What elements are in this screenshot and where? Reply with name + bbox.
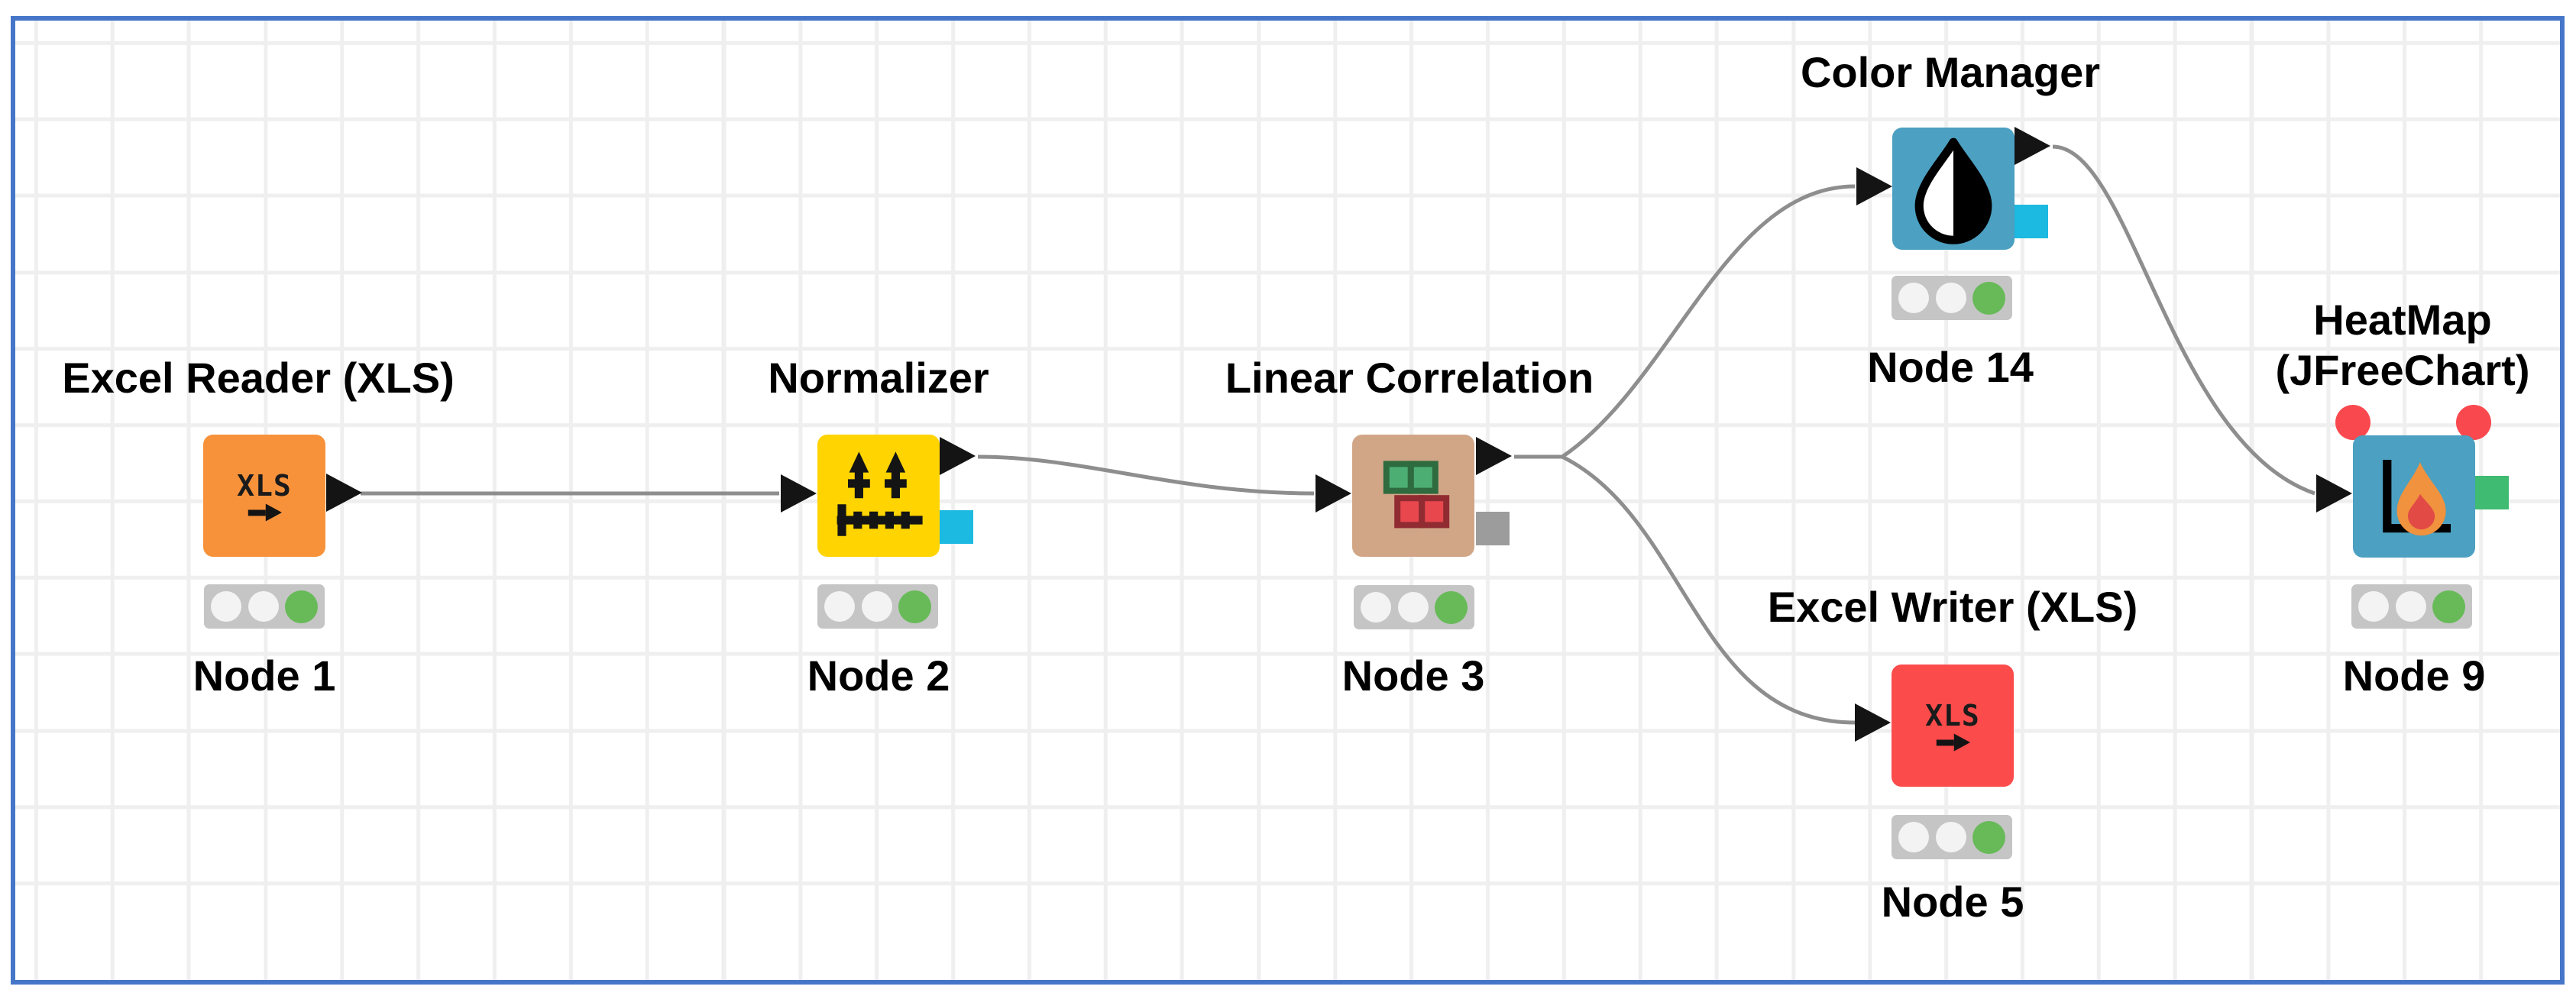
heatmap-input-port[interactable] — [2316, 474, 2352, 513]
excel-writer-input-port[interactable] — [1855, 703, 1891, 742]
xls-icon-text: XLS — [237, 469, 292, 503]
node-label-excel-reader: Node 1 — [193, 652, 336, 700]
node-title-excel-reader: Excel Reader (XLS) — [62, 354, 455, 402]
canvas-grid-frame — [11, 16, 2565, 985]
heatmap-flame-chart-icon — [2383, 460, 2451, 536]
node-label-excel-writer: Node 5 — [1881, 878, 2024, 926]
node-label-heatmap: Node 9 — [2342, 652, 2486, 700]
heatmap-image-output-port[interactable] — [2475, 476, 2509, 509]
node-linear-correlation[interactable] — [1352, 435, 1474, 557]
normalizer-data-output-port[interactable] — [940, 437, 976, 475]
node-excel-writer[interactable]: XLS — [1892, 665, 2014, 787]
node-excel-reader[interactable]: XLS — [203, 435, 325, 557]
export-arrow-icon — [1936, 733, 1970, 752]
wire-color-manager-to-heatmap[interactable] — [2052, 144, 2315, 496]
color-manager-input-port[interactable] — [1856, 167, 1892, 205]
node-title-heatmap: HeatMap (JFreeChart) — [2275, 296, 2530, 394]
linear-correlation-status-light — [1354, 585, 1474, 629]
wire-linear-correlation-to-excel-writer[interactable] — [1514, 454, 1856, 725]
xls-icon-text: XLS — [1925, 699, 1980, 732]
excel-writer-status-light — [1892, 815, 2012, 859]
linear-correlation-input-port[interactable] — [1316, 474, 1351, 513]
node-label-linear-correlation: Node 3 — [1341, 652, 1485, 700]
heatmap-status-light — [2351, 584, 2472, 629]
heatmap-flow-variable-port-right[interactable] — [2456, 405, 2491, 440]
node-normalizer[interactable] — [817, 435, 940, 557]
normalizer-axis-icon — [837, 451, 923, 536]
excel-reader-output-port[interactable] — [326, 474, 362, 512]
node-color-manager[interactable] — [1892, 128, 2015, 250]
node-title-normalizer: Normalizer — [768, 354, 989, 402]
normalizer-model-output-port[interactable] — [940, 510, 973, 544]
xls-file-icon: XLS — [203, 435, 325, 557]
node-title-linear-correlation: Linear Correlation — [1225, 354, 1594, 402]
export-arrow-icon — [248, 503, 282, 522]
color-manager-status-light — [1892, 276, 2012, 320]
color-manager-model-output-port[interactable] — [2015, 205, 2048, 238]
correlation-matrix-icon — [1383, 461, 1450, 529]
normalizer-input-port[interactable] — [781, 474, 817, 513]
color-droplet-icon — [1914, 137, 1992, 244]
xls-file-icon: XLS — [1892, 665, 2014, 787]
wire-normalizer-to-linear-correlation[interactable] — [977, 454, 1315, 496]
linear-correlation-model-output-port[interactable] — [1476, 512, 1510, 545]
linear-correlation-data-output-port[interactable] — [1476, 437, 1512, 475]
excel-reader-status-light — [204, 584, 325, 629]
heatmap-flow-variable-port-left[interactable] — [2335, 405, 2371, 440]
wire-linear-correlation-to-color-manager[interactable] — [1514, 184, 1856, 459]
node-label-color-manager: Node 14 — [1867, 343, 2034, 391]
node-title-excel-writer: Excel Writer (XLS) — [1767, 583, 2138, 631]
node-title-color-manager: Color Manager — [1800, 48, 2101, 96]
normalizer-status-light — [817, 584, 938, 629]
node-heatmap[interactable] — [2353, 435, 2475, 558]
color-manager-data-output-port[interactable] — [2015, 127, 2050, 165]
node-label-normalizer: Node 2 — [807, 652, 950, 700]
